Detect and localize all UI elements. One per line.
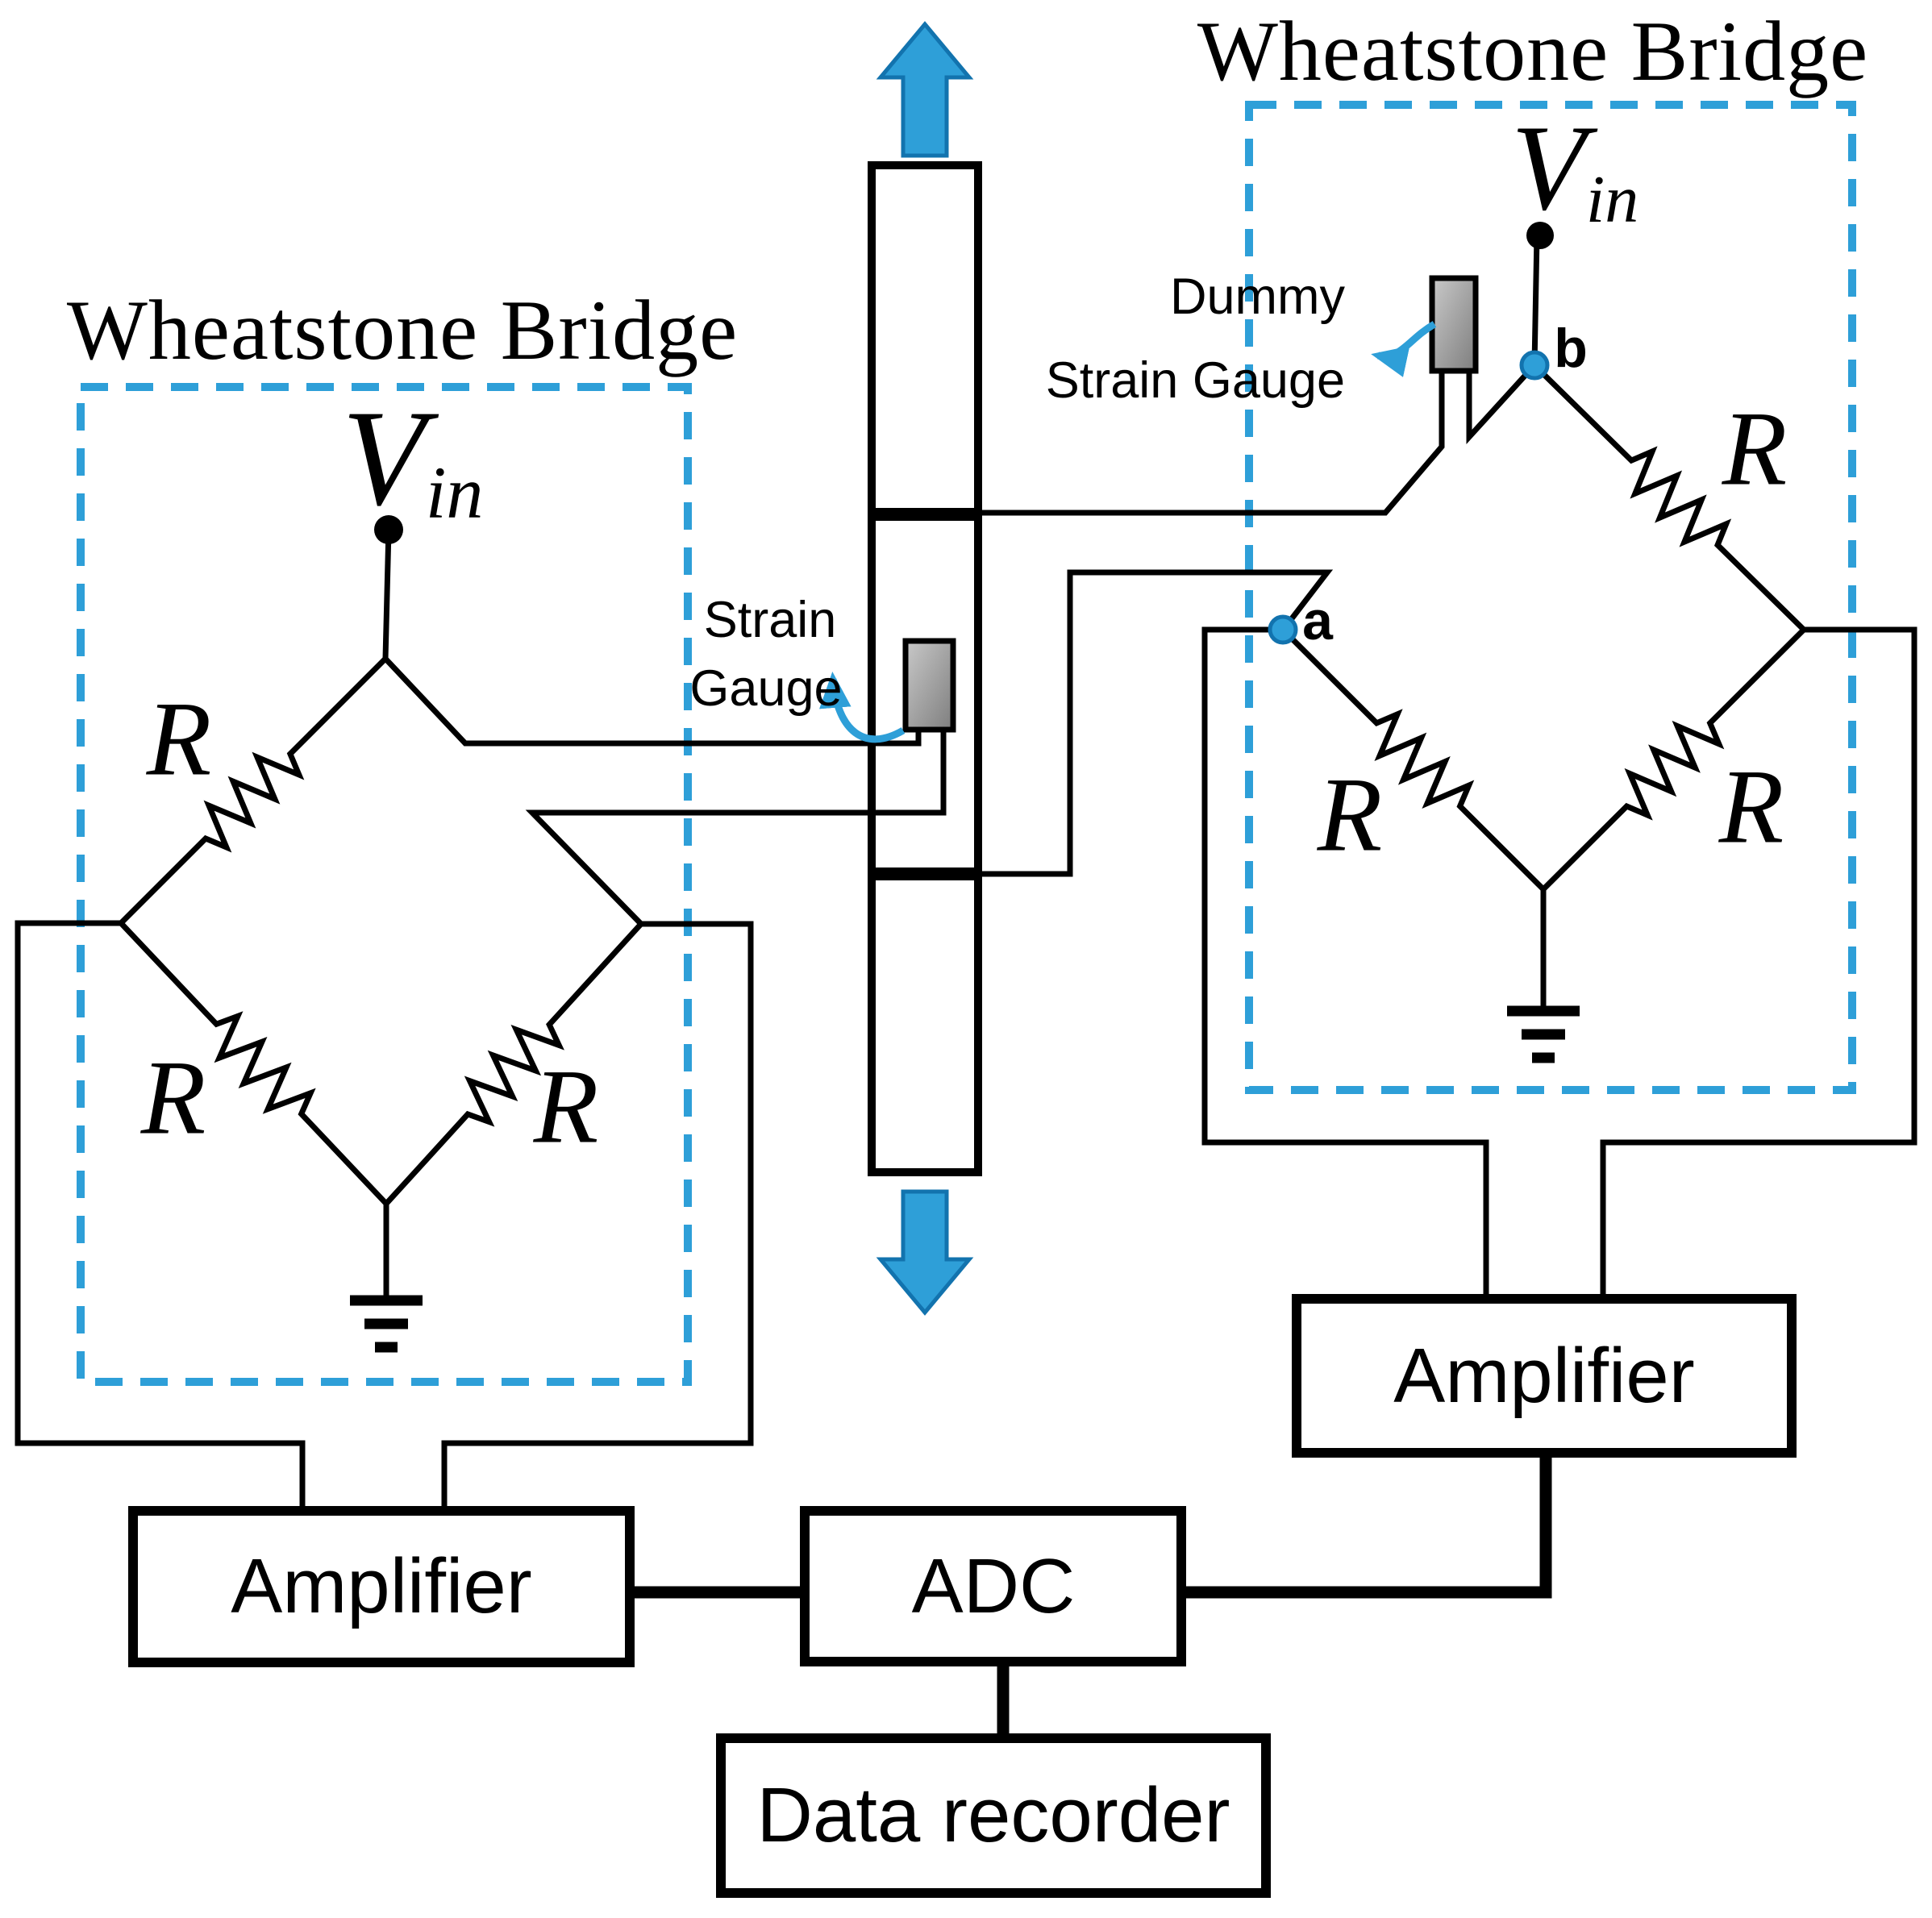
bar-band-top	[872, 508, 978, 521]
strain-gauge-label-line2: Gauge	[689, 660, 843, 717]
resistor-label-left-top: R	[146, 679, 212, 798]
wire-dummy-to-node-b	[1466, 363, 1537, 445]
ground-symbol-right	[1507, 1005, 1580, 1063]
node-a-label: a	[1302, 590, 1333, 651]
vin-sub-left: in	[425, 451, 484, 534]
vin-label-left: V in	[342, 382, 483, 534]
wire-ampR-to-adc	[1181, 1451, 1552, 1599]
wire-vin-right-stem	[1531, 235, 1540, 366]
dummy-strain-gauge-icon	[1429, 275, 1479, 374]
title-wheatstone-left: Wheatstone Bridge	[66, 283, 739, 377]
vin-v-left: V	[342, 382, 426, 534]
title-wheatstone-right: Wheatstone Bridge	[1197, 4, 1869, 98]
amplifier-left-box	[128, 1506, 635, 1667]
dummy-gauge-label-line2: Strain Gauge	[1045, 352, 1345, 409]
resistor-label-right-bottomright: R	[1718, 747, 1784, 866]
resistor-left-bottomright	[384, 922, 643, 1206]
resistor-right-bottomright	[1541, 627, 1806, 892]
vin-label-right: V in	[1511, 100, 1638, 235]
dummy-gauge-callout-arrow-icon	[1371, 321, 1437, 377]
amplifier-right-box	[1292, 1294, 1797, 1458]
wheatstone-box-right	[1245, 101, 1856, 1094]
amplifier-left-label: Amplifier	[231, 1543, 532, 1629]
resistor-label-left-bottomright: R	[533, 1046, 599, 1166]
vin-terminal-left	[374, 515, 403, 544]
resistor-label-left-bottomleft: R	[140, 1038, 206, 1157]
wire-left-bridge-out-left	[15, 920, 306, 1514]
vin-v-right: V	[1511, 100, 1586, 235]
signal-wires	[630, 1451, 1552, 1740]
wire-right-vertex-to-amplifier	[1600, 626, 1917, 1300]
resistor-left-bottomleft	[119, 921, 389, 1206]
bar-band-bottom	[872, 867, 978, 880]
strain-gauge-icon	[902, 638, 956, 733]
resistor-label-right-bottomleft: R	[1317, 755, 1383, 874]
data-recorder-box	[716, 1733, 1271, 1898]
resistor-left-top	[119, 656, 388, 926]
resistor-right-bottomleft	[1280, 627, 1546, 892]
resistor-label-right-top: R	[1722, 389, 1788, 508]
node-a-dot	[1268, 614, 1298, 645]
wire-from-strain-gauge	[525, 728, 947, 926]
tension-arrow-down-icon	[876, 1189, 974, 1316]
data-recorder-label: Data recorder	[756, 1772, 1230, 1858]
dummy-gauge-label-line1: Dummy	[1170, 268, 1345, 325]
vin-sub-right: in	[1585, 162, 1639, 237]
node-b-dot	[1519, 350, 1550, 381]
specimen-bar	[868, 161, 982, 1176]
node-b-label: b	[1554, 318, 1588, 379]
wire-vin-left-stem	[382, 529, 392, 659]
adc-box	[800, 1506, 1186, 1666]
tension-arrow-up-icon	[876, 21, 974, 158]
ground-symbol-left	[350, 1295, 423, 1353]
strain-gauge-callout-arrow-icon	[819, 672, 906, 743]
wire-left-bridge-out-right	[441, 921, 754, 1514]
resistor-right-top	[1532, 363, 1806, 632]
wire-dummy-to-band1	[978, 371, 1445, 516]
wire-band2-to-node-a	[978, 569, 1334, 877]
right-bridge-wires	[978, 235, 1917, 1300]
strain-gauge-label-line1: Strain	[703, 592, 837, 648]
wire-to-strain-gauge	[383, 656, 922, 747]
wheatstone-box-left	[77, 383, 692, 1386]
wire-node-a-to-amplifier	[1201, 626, 1489, 1300]
adc-label: ADC	[911, 1543, 1076, 1629]
left-bridge-wires	[15, 529, 947, 1514]
vin-terminal-right	[1526, 222, 1554, 249]
amplifier-right-label: Amplifier	[1393, 1333, 1695, 1419]
